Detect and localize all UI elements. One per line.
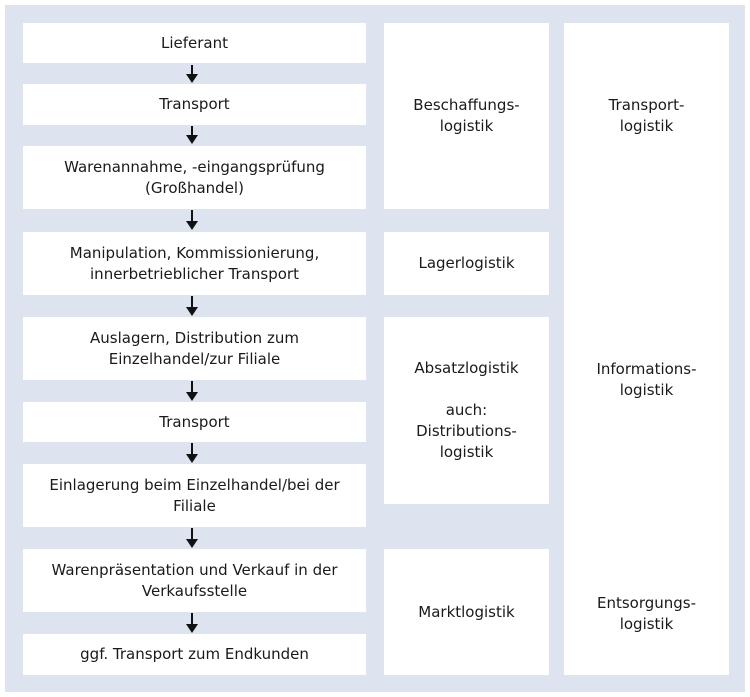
beschaffungslogistik-box: Beschaffungs- logistik: [384, 23, 549, 209]
arrow-down-icon: [186, 65, 198, 83]
transportlogistik-label: Transport- logistik: [608, 96, 685, 135]
arrow-down-icon: [186, 210, 198, 230]
marktlogistik-box: Marktlogistik: [384, 549, 549, 675]
step-transport-1: Transport: [23, 84, 366, 125]
step-transport-2: Transport: [23, 402, 366, 442]
step-warenannahme: Warenannahme, -eingangsprüfung (Großhand…: [23, 146, 366, 209]
step-lieferant: Lieferant: [23, 23, 366, 63]
step-manipulation: Manipulation, Kommissionierung, innerbet…: [23, 232, 366, 295]
arrow-down-icon: [186, 381, 198, 401]
arrow-down-icon: [186, 126, 198, 144]
logistik-column: Transport- logistik Informations- logist…: [564, 23, 729, 675]
arrow-down-icon: [186, 528, 198, 548]
absatzlogistik-box: Absatzlogistik auch: Distributions- logi…: [384, 317, 549, 504]
step-auslagern: Auslagern, Distribution zum Einzelhandel…: [23, 317, 366, 380]
step-einlagerung: Einlagerung beim Einzelhandel/bei der Fi…: [23, 464, 366, 527]
arrow-down-icon: [186, 296, 198, 316]
entsorgungslogistik-label: Entsorgungs- logistik: [596, 594, 697, 633]
informationslogistik-label: Informations- logistik: [596, 360, 697, 399]
step-warenpraesentation: Warenpräsentation und Verkauf in der Ver…: [23, 549, 366, 612]
arrow-down-icon: [186, 613, 198, 633]
lagerlogistik-box: Lagerlogistik: [384, 232, 549, 295]
step-endkunden: ggf. Transport zum Endkunden: [23, 634, 366, 675]
arrow-down-icon: [186, 443, 198, 463]
